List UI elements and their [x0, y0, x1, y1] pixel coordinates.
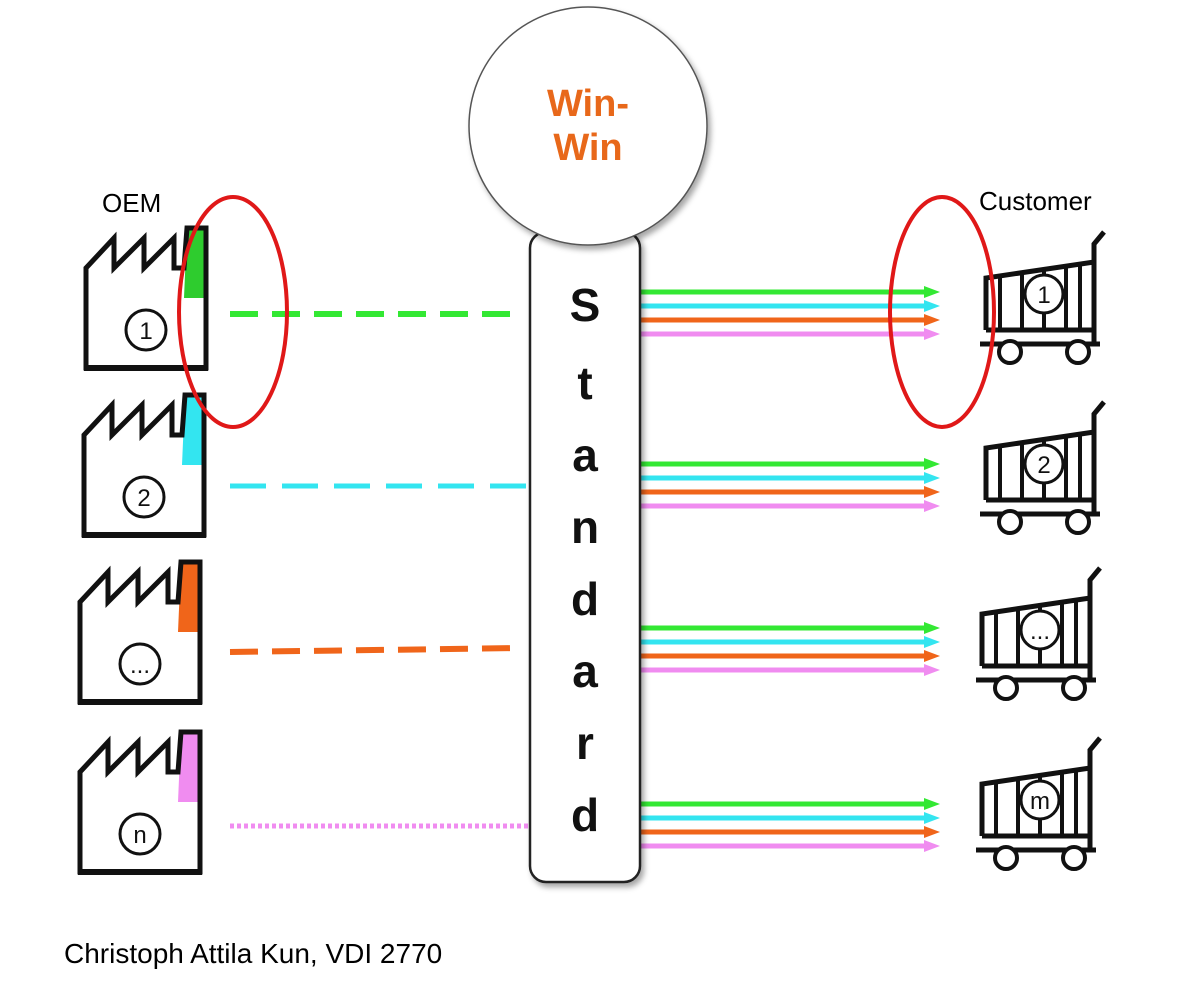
- customer-carts: 1 2... m: [976, 230, 1106, 871]
- standard-letter: r: [576, 717, 594, 769]
- factory-badge: [118, 812, 162, 856]
- cart-1: 1: [980, 230, 1106, 365]
- factory-outline: [77, 729, 203, 875]
- factory-number: ...: [130, 652, 150, 679]
- factory-n: n: [77, 729, 203, 875]
- customer-highlight-ellipse: [888, 195, 996, 429]
- factory-dots: ...: [77, 559, 203, 705]
- cart-wheel-icon: [1061, 845, 1087, 871]
- cart-m: m: [976, 736, 1102, 871]
- arrow-head: [924, 650, 940, 662]
- arrow-head: [924, 826, 940, 838]
- cart-badge: [1019, 779, 1061, 821]
- arrow-head: [924, 664, 940, 676]
- connection-line-dots: [229, 645, 523, 655]
- oem-connection-lines: [229, 311, 530, 829]
- win-win-circle: [468, 6, 708, 246]
- customer-label: Customer: [979, 186, 1092, 216]
- arrow-head: [924, 500, 940, 512]
- cart-number: 1: [1037, 282, 1050, 309]
- arrow-head: [924, 458, 940, 470]
- standard-letter: a: [572, 645, 598, 697]
- cart-wheel-icon: [993, 845, 1019, 871]
- cart-wheel-icon: [1061, 675, 1087, 701]
- cart-badge: [1023, 273, 1065, 315]
- factory-badge: [124, 308, 168, 352]
- factory-number: 2: [137, 485, 150, 512]
- arrow-head: [924, 798, 940, 810]
- cart-wheel-icon: [997, 509, 1023, 535]
- standard-letter: t: [577, 357, 593, 409]
- factory-outline: [81, 392, 207, 538]
- cart-badge: [1023, 443, 1065, 485]
- credit-caption: Christoph Attila Kun, VDI 2770: [64, 938, 443, 969]
- oem-label: OEM: [102, 188, 162, 218]
- standard-letter: a: [572, 429, 598, 481]
- arrow-head: [924, 286, 940, 298]
- win-win-line-1: Win-: [547, 83, 629, 125]
- oem-factories: 1 2... n: [77, 225, 209, 875]
- arrow-head: [924, 328, 940, 340]
- cart-wheel-icon: [993, 675, 1019, 701]
- arrow-head: [924, 840, 940, 852]
- win-win-line-2: Win: [553, 127, 623, 169]
- win-win-label: Win-Win: [508, 82, 668, 170]
- cart-2: 2: [980, 400, 1106, 535]
- arrow-head: [924, 812, 940, 824]
- arrow-head: [924, 636, 940, 648]
- standard-letter: d: [570, 573, 600, 625]
- factory-number: n: [133, 822, 146, 849]
- arrow-head: [924, 486, 940, 498]
- factory-badge: [122, 475, 166, 519]
- cart-dots: ...: [976, 566, 1102, 701]
- arrow-group: [640, 458, 940, 512]
- arrow-head: [924, 622, 940, 634]
- chimney-2: [182, 395, 204, 465]
- arrow-group: [640, 286, 940, 340]
- factory-badge: [118, 642, 162, 686]
- factory-number: 1: [139, 318, 152, 345]
- cart-number: ...: [1030, 618, 1050, 645]
- arrow-head: [924, 314, 940, 326]
- factory-2: 2: [81, 392, 207, 538]
- cart-number: 2: [1037, 452, 1050, 479]
- chimney-dots: [178, 562, 200, 632]
- standard-letter: d: [570, 789, 600, 841]
- cart-wheel-icon: [1065, 339, 1091, 365]
- arrow-group: [640, 798, 940, 852]
- customer-arrow-groups: [640, 286, 940, 852]
- cart-wheel-icon: [997, 339, 1023, 365]
- oem-highlight-ellipse: [177, 195, 289, 429]
- arrow-head: [924, 472, 940, 484]
- factory-outline: [77, 559, 203, 705]
- standard-letter: n: [570, 501, 600, 553]
- chimney-n: [178, 732, 200, 802]
- cart-number: m: [1030, 788, 1050, 815]
- arrow-head: [924, 300, 940, 312]
- arrow-group: [640, 622, 940, 676]
- standard-letter: S: [569, 279, 601, 331]
- cart-badge: [1019, 609, 1061, 651]
- cart-wheel-icon: [1065, 509, 1091, 535]
- factory-outline: [83, 225, 209, 371]
